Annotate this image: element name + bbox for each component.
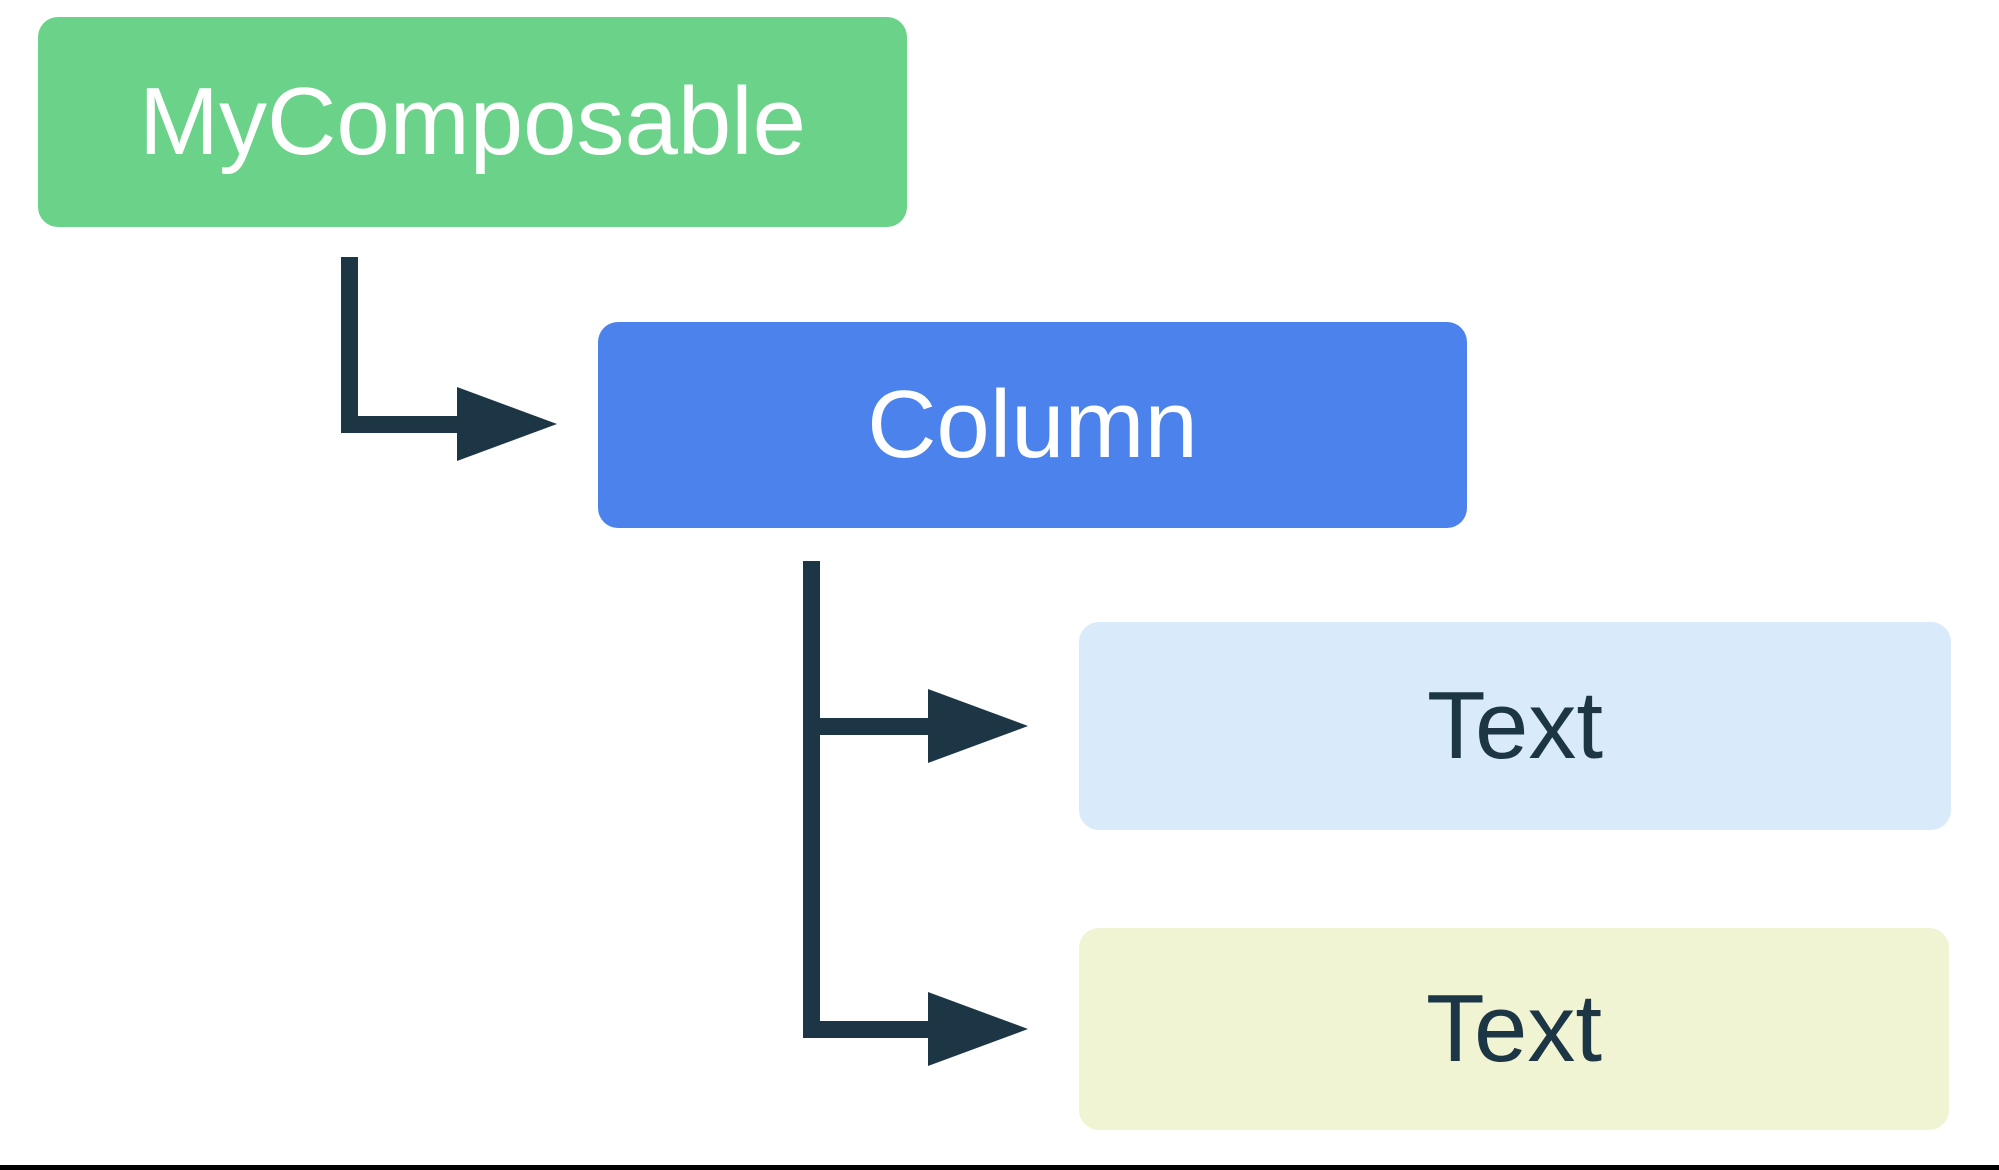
node-text-2-label: Text: [1425, 975, 1603, 1082]
arrowhead-right-icon: [928, 992, 1028, 1066]
connector-trunk-segment: [803, 561, 820, 1038]
arrowhead-right-icon: [457, 387, 557, 461]
bottom-edge-rule: [0, 1165, 1999, 1170]
node-column: Column: [598, 322, 1467, 528]
connector-branch2-segment: [803, 1021, 930, 1038]
node-mycomposable: MyComposable: [38, 17, 907, 227]
node-text-2: Text: [1079, 928, 1949, 1130]
connector-horizontal-segment: [341, 416, 459, 433]
node-text-1: Text: [1079, 622, 1951, 830]
node-column-label: Column: [867, 371, 1198, 478]
connector-branch1-segment: [803, 718, 930, 735]
node-mycomposable-label: MyComposable: [139, 68, 806, 175]
connector-vertical-segment: [341, 257, 358, 433]
arrowhead-right-icon: [928, 689, 1028, 763]
node-text-1-label: Text: [1426, 672, 1604, 779]
